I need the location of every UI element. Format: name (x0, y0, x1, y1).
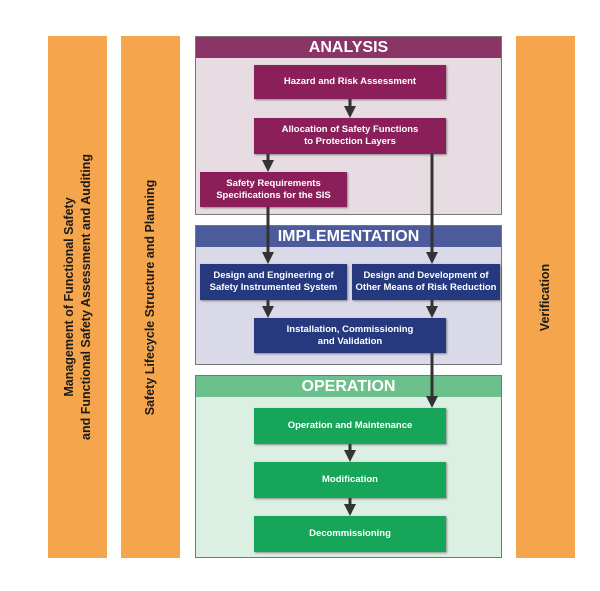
modification-box: Modification (254, 462, 446, 498)
installation-line1: Installation, Commissioning (286, 323, 414, 335)
analysis-header: ANALYSIS (196, 37, 501, 58)
design-sis-line1: Design and Engineering of (213, 270, 334, 281)
srs-line1: Safety Requirements (226, 177, 321, 189)
decommissioning-label: Decommissioning (309, 528, 391, 539)
decommissioning-box: Decommissioning (254, 516, 446, 552)
allocation-line2: to Protection Layers (304, 136, 396, 147)
srs-line2: Specifications for the SIS (216, 189, 331, 201)
verification-bar: Verification (516, 36, 575, 558)
lifecycle-label: Safety Lifecycle Structure and Planning (143, 179, 158, 415)
management-label-line1: Management of Functional Safety (61, 197, 76, 397)
om-label: Operation and Maintenance (287, 420, 413, 431)
verification-label: Verification (538, 263, 553, 331)
implementation-header: IMPLEMENTATION (196, 226, 501, 247)
operation-header: OPERATION (196, 376, 501, 397)
hazard-risk-assessment-box: Hazard and Risk Assessment (254, 65, 446, 99)
lifecycle-planning-bar: Safety Lifecycle Structure and Planning (121, 36, 180, 558)
modification-label: Modification (322, 474, 378, 485)
management-label-line2: and Functional Safety Assessment and Aud… (78, 154, 93, 440)
design-sis-line2: Safety Instrumented System (209, 282, 338, 293)
design-other-line2: Other Means of Risk Reduction (355, 282, 497, 293)
allocation-line1: Allocation of Safety Functions (281, 124, 419, 135)
hazard-label: Hazard and Risk Assessment (283, 76, 417, 87)
installation-line2: and Validation (317, 335, 383, 347)
design-other-line1: Design and Development of (363, 270, 489, 281)
operation-maintenance-box: Operation and Maintenance (254, 408, 446, 444)
